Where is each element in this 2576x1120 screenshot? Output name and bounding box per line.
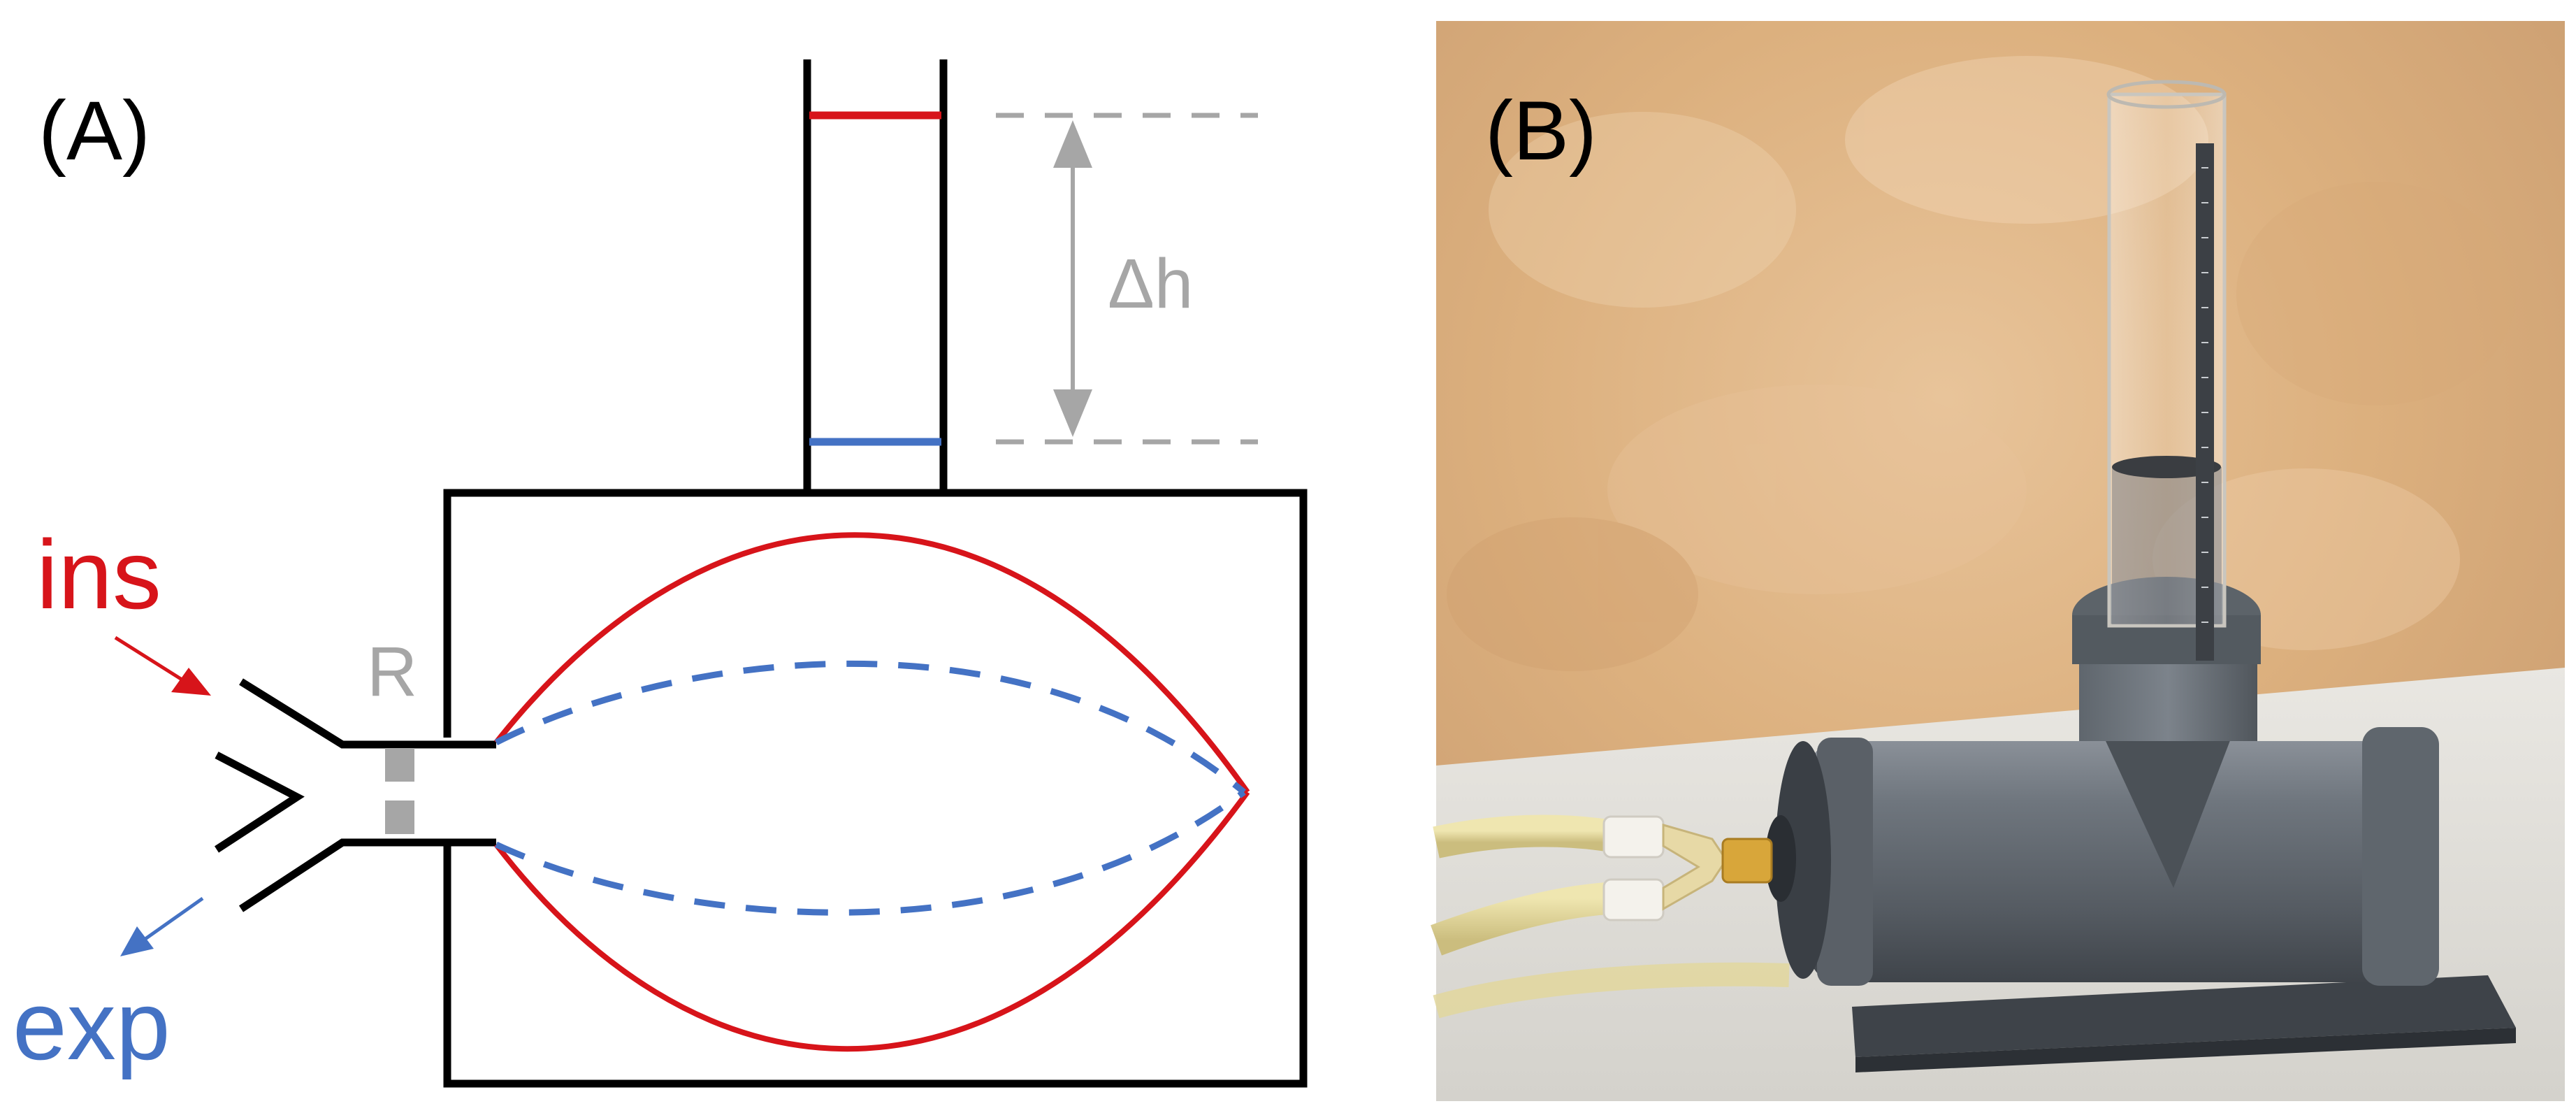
cylinder-band-right <box>2362 727 2439 986</box>
expiration-arrow-icon <box>120 926 154 956</box>
t-joint-cone <box>2090 706 2243 888</box>
tube-connector-upper <box>1602 815 1665 859</box>
cylinder-band-left <box>1817 738 1873 986</box>
inspiration-label: ins <box>36 519 161 629</box>
lung-inspiration-outline <box>493 532 1250 1052</box>
water-meniscus <box>2112 456 2221 478</box>
chamber-outline <box>443 59 1308 1088</box>
glass-standpipe-rim <box>2106 80 2227 109</box>
horizontal-cylinder <box>1810 741 2439 982</box>
panel-a-diagram: (A) Δh R ins exp <box>13 59 1308 1088</box>
tube-connector-lower <box>1602 878 1665 921</box>
y-piece-connector <box>214 678 496 912</box>
height-difference-label: Δh <box>1108 245 1193 323</box>
ruler-ticks <box>2201 167 2208 623</box>
panel-a-label: (A) <box>38 84 150 178</box>
height-difference-arrow-down-icon <box>1053 389 1092 437</box>
corrugated-tube-lower <box>1431 882 1609 956</box>
base-plate-edge <box>1855 1028 2516 1072</box>
lung-expiration-outline <box>494 660 1246 916</box>
base-plate <box>1852 975 2516 1057</box>
inspiration-arrow-shaft <box>114 636 187 684</box>
resistance-marker-top <box>385 748 414 782</box>
inspiration-arrow-icon <box>171 668 211 696</box>
resistance-label: R <box>367 633 417 711</box>
corrugated-tube-bottom <box>1433 962 1790 1019</box>
measuring-ruler <box>2196 143 2214 661</box>
expiration-arrow-shaft <box>142 896 204 942</box>
height-difference-arrow-up-icon <box>1053 120 1092 168</box>
panel-b-label: (B) <box>1485 84 1597 178</box>
resistance-element <box>1721 838 1773 884</box>
connector-flange <box>1765 815 1796 902</box>
corrugated-tube-upper <box>1433 814 1610 859</box>
resistance-marker-bottom <box>385 800 414 834</box>
panel-b-photo <box>1431 21 2565 1101</box>
cylinder-end-cap <box>1775 741 1831 979</box>
y-connector <box>1662 824 1728 911</box>
expiration-label: exp <box>13 970 171 1080</box>
